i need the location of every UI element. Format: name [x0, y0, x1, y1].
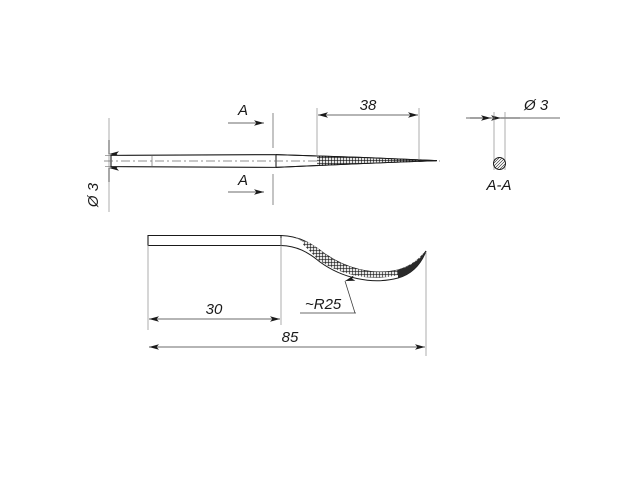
section-a-a-group: Ø 3 A-A [466, 97, 560, 194]
section-view-label: A-A [485, 177, 511, 194]
side-bent-view-group: 30 85 ~R25 [147, 234, 427, 356]
dim85-label: 85 [282, 329, 299, 346]
radius-label: ~R25 [305, 296, 342, 313]
blade-knurl-texture [317, 155, 419, 167]
bent-handle-outline [147, 234, 282, 247]
bent-blade-knurl-texture [303, 240, 424, 278]
section-letter-a-bottom: A [237, 172, 248, 189]
dim38-label: 38 [360, 97, 377, 114]
section-letter-a-top: A [237, 102, 248, 119]
section-circle [493, 157, 506, 170]
radius-leader-arrow [344, 275, 356, 314]
blade-upper-edge [275, 154, 438, 162]
section-diameter-label: Ø 3 [523, 97, 549, 114]
blade-lower-edge [275, 160, 438, 168]
dim30-label: 30 [206, 301, 223, 318]
diameter-left-label: Ø 3 [85, 182, 102, 208]
bent-hook-tip [398, 251, 426, 278]
top-plan-view-group: A A 38 Ø 3 [85, 97, 440, 212]
bend-start-line [295, 237, 306, 243]
